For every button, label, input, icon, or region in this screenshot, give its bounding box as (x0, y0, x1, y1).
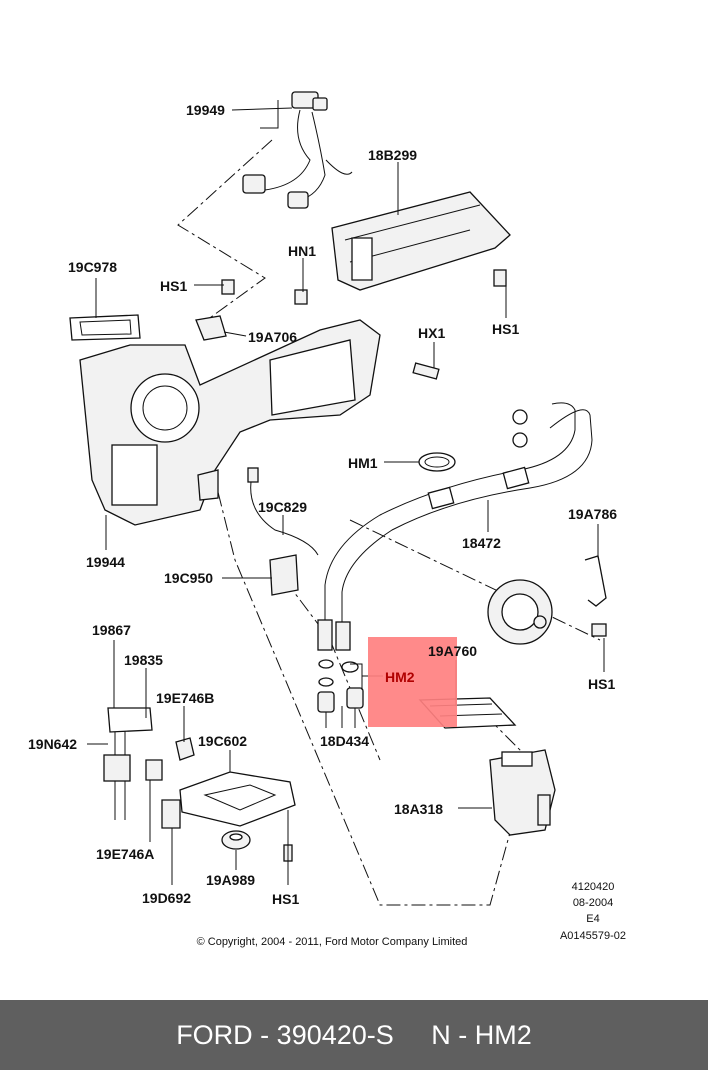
label-19835: 19835 (124, 652, 163, 668)
tray-19C602 (179, 771, 296, 827)
label-18B299: 18B299 (368, 147, 417, 163)
label-19E746B: 19E746B (156, 690, 214, 706)
sensor-19C829 (247, 467, 319, 556)
clip-19C950 (269, 554, 299, 596)
label-19A786: 19A786 (568, 506, 617, 522)
heater-hoses-18472 (317, 402, 593, 651)
label-HS1-b: HS1 (492, 321, 519, 337)
footer-reference: N - HM2 (431, 1019, 532, 1050)
footer-spacer (394, 1020, 432, 1051)
actuator-assembly (103, 707, 195, 829)
label-19A989: 19A989 (206, 872, 255, 888)
drawing-date: 08-2004 (573, 897, 613, 909)
label-19949: 19949 (186, 102, 225, 118)
callout-labels: 19949 18B299 HN1 19C978 HS1 19A706 HX1 H… (28, 102, 617, 907)
wiring-harness-19949 (242, 91, 353, 209)
drawing-number: 4120420 (572, 881, 615, 893)
label-HX1: HX1 (418, 325, 445, 341)
label-HS1-c: HS1 (588, 676, 615, 692)
leader-lines (87, 100, 605, 885)
duct-18B299 (331, 191, 511, 291)
heater-housing-19944 (79, 319, 381, 526)
label-19C978: 19C978 (68, 259, 117, 275)
fittings-18D434 (317, 687, 364, 713)
label-19C950: 19C950 (164, 570, 213, 586)
bracket-19A786 (487, 555, 607, 645)
label-HS1-d: HS1 (272, 891, 299, 907)
label-19C602: 19C602 (198, 733, 247, 749)
label-HS1-a: HS1 (160, 278, 187, 294)
grommet-19A989 (221, 830, 251, 850)
label-19A760: 19A760 (428, 643, 477, 659)
label-19C829: 19C829 (258, 499, 307, 515)
label-HM1: HM1 (348, 455, 378, 471)
drawing-code: E4 (586, 913, 599, 925)
label-HN1: HN1 (288, 243, 316, 259)
receiver-18A318 (489, 749, 556, 836)
drawing-reference: A0145579-02 (560, 930, 626, 942)
fasteners (195, 269, 607, 637)
label-19E746A: 19E746A (96, 846, 154, 862)
footer-part-number: FORD - 390420-S (176, 1019, 394, 1050)
label-19D692: 19D692 (142, 890, 191, 906)
label-18A318: 18A318 (394, 801, 443, 817)
label-19944: 19944 (86, 554, 125, 570)
part-footer-bar: FORD - 390420-S N - HM2 (0, 1000, 708, 1070)
label-18472: 18472 (462, 535, 501, 551)
label-HM2: HM2 (385, 669, 415, 685)
seal-19C978 (69, 314, 141, 341)
parts-diagram: 19949 18B299 HN1 19C978 HS1 19A706 HX1 H… (28, 91, 626, 948)
o-rings-HM2 (318, 659, 359, 687)
label-19A706: 19A706 (248, 329, 297, 345)
label-18D434: 18D434 (320, 733, 369, 749)
label-19867: 19867 (92, 622, 131, 638)
drawing-info: 4120420 08-2004 E4 A0145579-02 © Copyrig… (197, 881, 626, 948)
clamp-HM1 (418, 452, 456, 472)
label-19N642: 19N642 (28, 736, 77, 752)
copyright-text: © Copyright, 2004 - 2011, Ford Motor Com… (197, 936, 468, 948)
highlight-box (368, 637, 457, 727)
